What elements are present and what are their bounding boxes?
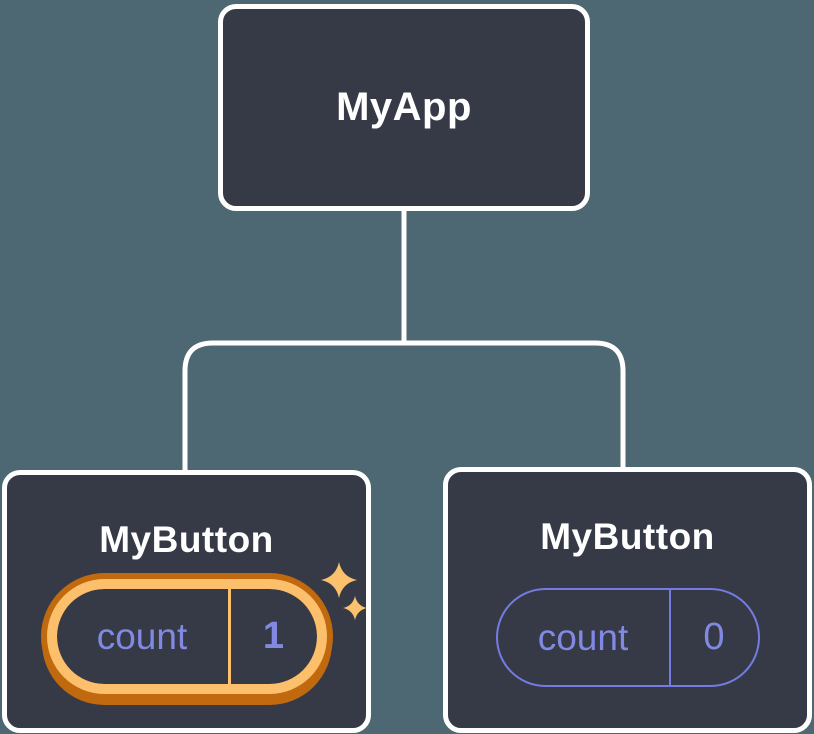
sparkle-large [321,562,357,598]
node-myapp: MyApp [218,4,590,211]
pill-divider [227,589,231,684]
sparkle-small [343,596,367,620]
connector-branch [182,340,626,473]
state-value: 0 [703,616,725,658]
state-pill-highlighted: count 1 [57,589,317,684]
state-key-label: count [537,616,629,658]
node-myapp-label: MyApp [336,85,472,129]
sparkles-icon [321,562,367,620]
state-value: 1 [262,615,285,657]
state-pill-plain: count 0 [498,590,758,685]
pill-divider [668,590,671,685]
node-mybutton-left: MyButton count 1 [2,470,371,733]
node-mybutton-left-label: MyButton [99,519,274,560]
state-key-label: count [96,615,188,657]
node-mybutton-right-label: MyButton [540,516,715,557]
node-mybutton-right: MyButton count 0 [443,467,812,733]
